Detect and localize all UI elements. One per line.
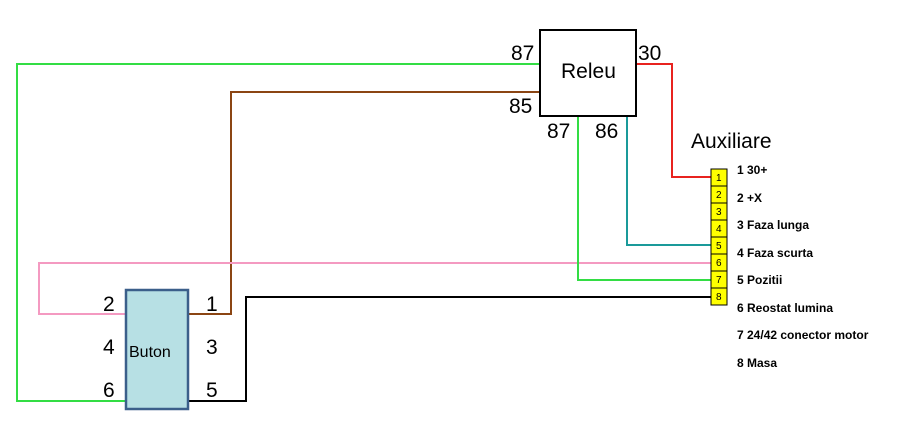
relay-pin-30: 30 bbox=[638, 42, 661, 65]
wire-red-30-to-pin-1 bbox=[636, 63, 711, 178]
button-pin-4: 4 bbox=[103, 336, 115, 359]
relay-pin-87-top: 87 bbox=[511, 42, 534, 65]
connector-pin-label: 2 bbox=[716, 190, 722, 201]
relay-box bbox=[539, 29, 637, 117]
button-pin-1: 1 bbox=[206, 293, 218, 316]
connector-pins: 1 2 3 4 5 6 7 8 bbox=[710, 168, 728, 306]
connector-pin-label: 5 bbox=[716, 241, 722, 252]
button-pin-2: 2 bbox=[103, 293, 115, 316]
relay-label: Releu bbox=[561, 60, 616, 83]
button-label: Buton bbox=[129, 344, 171, 361]
relay-pin-85: 85 bbox=[509, 95, 532, 118]
legend-item: 8 Masa bbox=[737, 356, 777, 370]
connector-legend: 1 30+ 2 +X 3 Faza lunga 4 Faza scurta 5 … bbox=[737, 163, 869, 370]
connector-pin-label: 7 bbox=[716, 275, 722, 286]
wire-pink-button-2-to-pin-6 bbox=[38, 262, 711, 315]
legend-item: 1 30+ bbox=[737, 163, 767, 177]
legend-item: 5 Pozitii bbox=[737, 273, 782, 287]
legend-item: 4 Faza scurta bbox=[737, 246, 813, 260]
button-pin-5: 5 bbox=[206, 379, 218, 402]
wire-green-87-to-button-6 bbox=[16, 63, 540, 402]
relay-pin-87-bottom: 87 bbox=[547, 120, 570, 143]
relay-pin-86: 86 bbox=[595, 120, 618, 143]
wire-black-button-5-to-pin-8 bbox=[188, 296, 711, 402]
wire-teal-86-to-pin-5 bbox=[626, 116, 711, 246]
connector-pin-label: 4 bbox=[716, 224, 722, 235]
legend-item: 2 +X bbox=[737, 191, 762, 205]
button-box bbox=[124, 288, 190, 411]
connector-title: Auxiliare bbox=[691, 130, 772, 153]
legend-item: 6 Reostat lumina bbox=[737, 301, 833, 315]
connector-pin-label: 1 bbox=[716, 173, 722, 184]
legend-item: 3 Faza lunga bbox=[737, 218, 809, 232]
connector-pin-label: 3 bbox=[716, 207, 722, 218]
wire-brown-85-to-button-1 bbox=[188, 91, 540, 315]
button-pin-6: 6 bbox=[103, 379, 115, 402]
connector-pin-label: 8 bbox=[716, 292, 722, 303]
wire-green-87-to-pin-7 bbox=[577, 116, 711, 281]
connector-pin-label: 6 bbox=[716, 258, 722, 269]
connector-pin-box bbox=[710, 287, 728, 306]
button-pin-3: 3 bbox=[206, 336, 218, 359]
legend-item: 7 24/42 conector motor bbox=[737, 328, 869, 342]
